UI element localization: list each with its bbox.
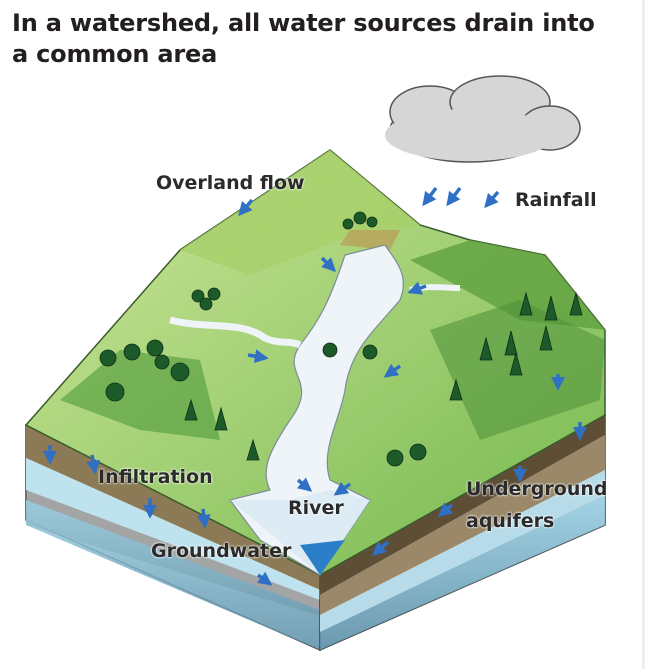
cloud-icon — [385, 75, 581, 163]
page-edge-divider — [642, 0, 645, 669]
underground-aquifers-label-line2: aquifers — [466, 510, 555, 532]
flow-arrows — [43, 186, 587, 586]
trees — [99, 211, 583, 467]
overland-flow-label: Overland flow — [156, 172, 305, 194]
page-title: In a watershed, all water sources drain … — [12, 9, 595, 68]
landscape-surface — [24, 149, 606, 576]
rainfall-label: Rainfall — [515, 189, 597, 211]
underground-aquifers-label-line1: Underground — [466, 478, 608, 500]
river-label: River — [288, 497, 344, 519]
groundwater-label: Groundwater — [151, 540, 292, 562]
infiltration-label: Infiltration — [98, 466, 213, 488]
